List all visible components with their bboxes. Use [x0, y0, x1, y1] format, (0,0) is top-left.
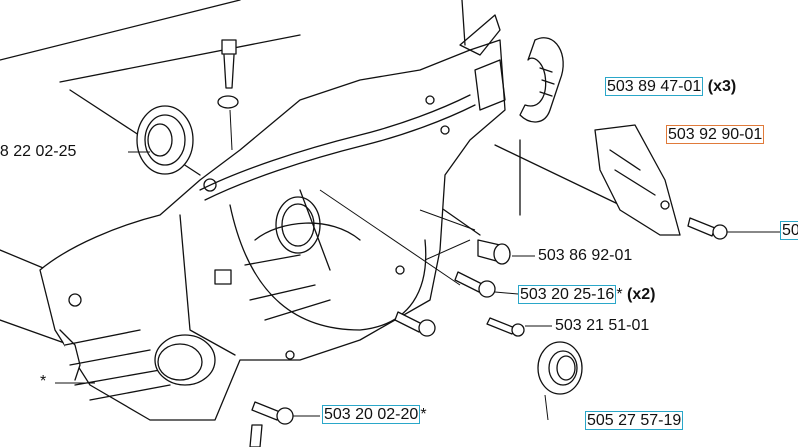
part-number: * — [40, 373, 47, 390]
part-label-503-21-51-01: 503 21 51-01 — [555, 316, 649, 336]
screw-lower — [394, 311, 436, 337]
seal-ring — [537, 341, 583, 421]
part-label-503-92-90-01: 503 92 90-01 — [666, 125, 765, 145]
part-number[interactable]: 503 20 25-16 — [518, 285, 617, 304]
clip-part — [519, 37, 564, 123]
part-label-503-86-92-01: 503 86 92-01 — [538, 246, 632, 266]
quantity: (x3) — [707, 78, 737, 95]
part-number[interactable]: 50 — [780, 221, 798, 240]
part-number[interactable]: 503 92 90-01 — [666, 125, 765, 144]
part-label-503-89-47-01: 503 89 47-01 (x3) — [605, 77, 736, 97]
pin — [486, 317, 552, 337]
part-number: 38 22 02-25 — [0, 143, 77, 160]
construction-lines — [0, 0, 621, 346]
part-label-503-20-25-16: 503 20 25-16* (x2) — [518, 285, 655, 305]
guard-plate — [594, 124, 681, 236]
quantity: (x2) — [627, 286, 656, 303]
screw-mid — [454, 271, 519, 298]
part-label-503-20-02-20: 503 20 02-20* — [322, 405, 427, 425]
part-label-38-22-02-25: 38 22 02-25 — [0, 142, 76, 162]
screw-bottom — [249, 401, 320, 447]
part-number[interactable]: 503 20 02-20 — [322, 405, 421, 424]
screw-right — [687, 217, 780, 240]
part-number: 503 21 51-01 — [555, 317, 650, 334]
leader-lines — [55, 189, 476, 384]
bearing — [128, 105, 194, 175]
top-bolt — [217, 39, 239, 151]
bushing — [477, 239, 535, 265]
part-label-50-cut: 50 — [780, 221, 798, 241]
part-label-505-27-57-19: 505 27 57-19 — [585, 411, 684, 431]
part-suffix: * — [420, 406, 427, 423]
part-number: 503 86 92-01 — [538, 247, 633, 264]
part-number[interactable]: 505 27 57-19 — [585, 411, 684, 430]
part-suffix: * — [616, 286, 623, 303]
crankcase-housing — [39, 14, 506, 421]
part-number[interactable]: 503 89 47-01 — [605, 77, 704, 96]
part-label-asterisk: * — [40, 372, 46, 392]
